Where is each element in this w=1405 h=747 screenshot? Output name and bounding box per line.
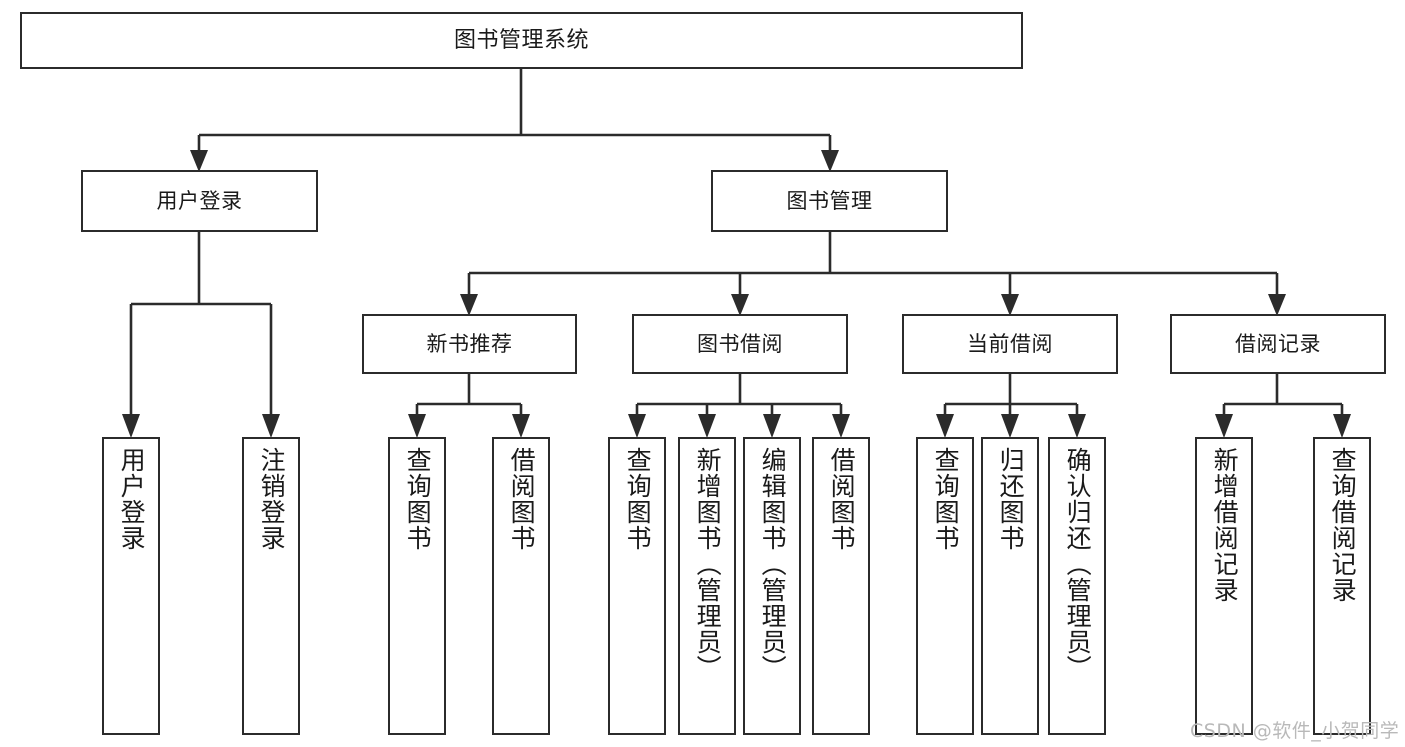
leaf-query-books-borrow[interactable]: 查询图书	[608, 437, 666, 735]
node-label: 查询借阅记录	[1328, 447, 1358, 603]
node-book-management[interactable]: 图书管理	[711, 170, 948, 232]
leaf-query-books-new[interactable]: 查询图书	[388, 437, 446, 735]
leaf-return-books[interactable]: 归还图书	[981, 437, 1039, 735]
node-borrow-records[interactable]: 借阅记录	[1170, 314, 1386, 374]
node-label: 注销登录	[257, 447, 287, 551]
leaf-add-book-admin[interactable]: 新增图书（管理员）	[678, 437, 736, 735]
leaf-query-borrow-record[interactable]: 查询借阅记录	[1313, 437, 1371, 735]
node-user-login[interactable]: 用户登录	[81, 170, 318, 232]
node-label: 查询图书	[403, 447, 433, 551]
node-root-system[interactable]: 图书管理系统	[20, 12, 1023, 69]
node-label: 确认归还（管理员）	[1063, 447, 1093, 681]
node-label: 借阅图书	[827, 447, 857, 551]
node-label: 编辑图书（管理员）	[758, 447, 788, 681]
node-label: 新增图书（管理员）	[693, 447, 723, 681]
node-label: 查询图书	[623, 447, 653, 551]
leaf-user-login[interactable]: 用户登录	[102, 437, 160, 735]
node-label: 新书推荐	[426, 331, 513, 356]
leaf-confirm-return-admin[interactable]: 确认归还（管理员）	[1048, 437, 1106, 735]
node-label: 归还图书	[996, 447, 1026, 551]
leaf-query-books-current[interactable]: 查询图书	[916, 437, 974, 735]
node-label: 新增借阅记录	[1210, 447, 1240, 603]
node-book-borrow[interactable]: 图书借阅	[632, 314, 848, 374]
node-current-borrow[interactable]: 当前借阅	[902, 314, 1118, 374]
node-label: 借阅图书	[507, 447, 537, 551]
leaf-edit-book-admin[interactable]: 编辑图书（管理员）	[743, 437, 801, 735]
leaf-borrow-books[interactable]: 借阅图书	[812, 437, 870, 735]
node-label: 图书借阅	[697, 331, 783, 356]
node-label: 用户登录	[117, 447, 147, 551]
leaf-borrow-books-new[interactable]: 借阅图书	[492, 437, 550, 735]
node-label: 图书管理	[786, 188, 873, 213]
node-label: 图书管理系统	[453, 27, 589, 53]
leaf-logout[interactable]: 注销登录	[242, 437, 300, 735]
node-new-book-recommend[interactable]: 新书推荐	[362, 314, 577, 374]
node-label: 用户登录	[156, 188, 243, 213]
node-label: 当前借阅	[967, 331, 1053, 356]
leaf-add-borrow-record[interactable]: 新增借阅记录	[1195, 437, 1253, 735]
node-label: 查询图书	[931, 447, 961, 551]
node-label: 借阅记录	[1235, 331, 1321, 356]
watermark-text: CSDN @软件_小贺同学	[1190, 720, 1400, 742]
